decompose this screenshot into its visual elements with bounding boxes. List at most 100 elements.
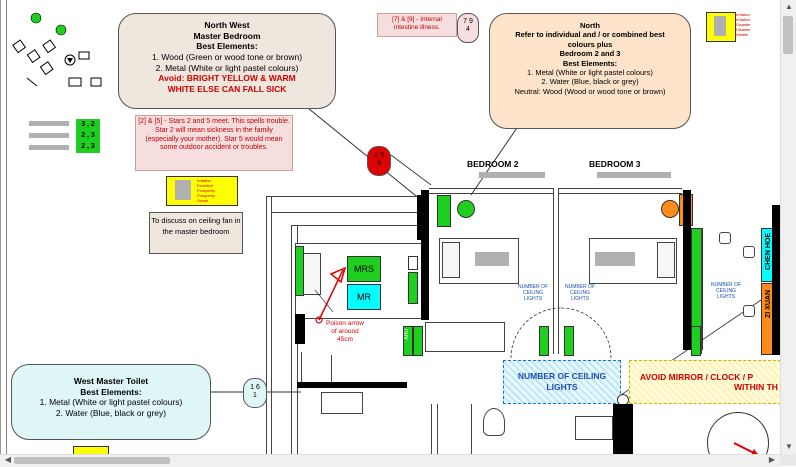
grid-number: 2 , 3 [81, 143, 95, 150]
star-base: 9 [377, 160, 381, 167]
wall-line [558, 188, 682, 189]
grid-number-box: 3 , 2 2 , 3 2 , 3 [76, 119, 100, 153]
callout-line: colours plus [567, 39, 613, 49]
wall-line [291, 225, 421, 226]
callout-line: Neutral: Wood (Wood or wood tone or brow… [514, 86, 666, 96]
callout-line: 1. Metal (White or light pastel colours) [39, 397, 183, 408]
chair-icon [743, 246, 755, 258]
legend-item: Irritation [197, 178, 212, 183]
avoid-mirror-box: AVOID MIRROR / CLOCK / P WITHIN TH [629, 360, 781, 404]
north-callout: North Refer to individual and / or combi… [489, 13, 691, 129]
horizontal-scrollbar[interactable]: ◀ ▶ [0, 454, 780, 467]
legend-item: Prosperity [197, 188, 216, 193]
wall-line [266, 196, 267, 454]
grid-number: 3 , 2 [81, 121, 95, 128]
sink-icon [575, 416, 613, 440]
redacted-bar [714, 16, 726, 36]
avoid-mirror-text: AVOID MIRROR / CLOCK / P [640, 372, 754, 382]
wall-black [772, 205, 780, 355]
redacted-bar [595, 252, 635, 266]
horizontal-scroll-thumb[interactable] [14, 457, 170, 464]
wall-line [291, 225, 292, 454]
star-pair: 7 9 [463, 18, 473, 25]
ceiling-lights-note: NUMBER OF CEILING LIGHTS [565, 284, 595, 302]
wardrobe [425, 322, 505, 352]
green-column [295, 246, 304, 296]
scrollbar-corner [780, 454, 796, 466]
callout-line: Bedroom 2 and 3 [559, 49, 621, 59]
star-pair: 1 6 [250, 384, 260, 391]
ahu-block [691, 326, 701, 356]
legend-item: Wealth [736, 32, 749, 37]
redacted-bar [29, 145, 69, 150]
callout-heading: Best Elements: [196, 41, 258, 52]
pillow [657, 242, 675, 278]
wall-black [297, 382, 407, 388]
redacted-bar [479, 172, 545, 178]
legend-item: Speak [197, 198, 209, 203]
grid-number: 2 , 3 [81, 132, 95, 139]
pillow [442, 242, 460, 278]
ceiling-lights-note: NUMBER OF CEILING LIGHTS [711, 282, 741, 300]
chair-icon [719, 232, 731, 244]
room-label-bedroom3: BEDROOM 3 [589, 159, 641, 169]
mr-label: MR [347, 284, 381, 310]
callout-heading: Best Elements: [562, 58, 618, 68]
document-viewport: 3 , 2 2 , 3 2 , 3 North West Master Bedr… [0, 0, 781, 454]
door-arcs [510, 307, 612, 359]
legend-bottom [73, 446, 109, 454]
star-base: 1 [253, 392, 257, 399]
legend-list: Irritation Excellent Prosperity Prosperi… [197, 178, 215, 203]
poison-arrow-label: Poison arrow of around 45cm [326, 320, 364, 343]
callout-line: 1. Metal (White or light pastel colours) [527, 67, 653, 77]
callout-line: 2. Water (Blue, black or grey) [541, 77, 639, 87]
legend-item: Prosperity [197, 193, 216, 198]
scroll-right-icon[interactable]: ▶ [768, 455, 776, 464]
scroll-down-icon[interactable]: ▼ [785, 442, 793, 451]
ahu-block [413, 326, 423, 356]
green-panel [437, 195, 451, 227]
ahu-block [539, 326, 549, 356]
wall-line [558, 188, 559, 354]
mini-floorplan-icon [9, 12, 109, 97]
legend-item: Disaster [736, 22, 751, 27]
legend-item: Excellent [197, 183, 214, 188]
wall-line [437, 404, 438, 454]
vertical-scroll-thumb[interactable] [783, 16, 793, 54]
callout-line: 1. Wood (Green or wood tone or brown) [151, 51, 303, 62]
west-toilet-callout: West Master Toilet Best Elements: 1. Met… [11, 364, 211, 440]
wall-black [683, 190, 691, 350]
ahu-label: AHU [404, 329, 410, 340]
vertical-scrollbar[interactable]: ▲ ▼ [780, 0, 796, 454]
avoid-mirror-text: WITHIN TH [734, 382, 778, 392]
redacted-bar [175, 180, 191, 200]
ahu-block: AHU [403, 326, 413, 356]
toilet-icon [483, 408, 505, 436]
room-label-bedroom2: BEDROOM 2 [467, 159, 519, 169]
wall-line [271, 196, 272, 454]
callout-line: Refer to individual and / or combined be… [515, 30, 665, 40]
wall-line [429, 188, 553, 189]
wall-black [421, 190, 429, 320]
stars-note: [2] & [5] - Stars 2 and 5 meet. This spe… [135, 115, 293, 171]
callout-warning: Avoid: BRIGHT YELLOW & WARM [158, 73, 296, 84]
wall-line [301, 352, 302, 382]
callout-line: 2. Metal (White or light pastel colours) [155, 62, 299, 73]
redacted-bar [597, 172, 671, 178]
scroll-left-icon[interactable]: ◀ [4, 455, 12, 464]
scroll-up-icon[interactable]: ▲ [785, 2, 793, 11]
orange-dot [661, 200, 679, 218]
legend-list: Irritation Irritation Disaster Disaster … [736, 12, 751, 37]
side-table-green [408, 272, 418, 304]
callout-warning: WHITE ELSE CAN FALL SICK [167, 83, 287, 94]
wall-line [701, 228, 702, 354]
wall-line [471, 404, 472, 454]
wall-black [295, 314, 305, 344]
legend-item: Irritation [736, 12, 751, 17]
wall-line [553, 188, 554, 354]
star-pair: 2 5 [374, 152, 384, 159]
callout-line: 2. Water (Blue, black or grey) [55, 407, 167, 418]
page-border [6, 0, 7, 454]
flying-star-circle: 7 9 4 [457, 13, 479, 43]
star-base: 4 [466, 26, 470, 33]
